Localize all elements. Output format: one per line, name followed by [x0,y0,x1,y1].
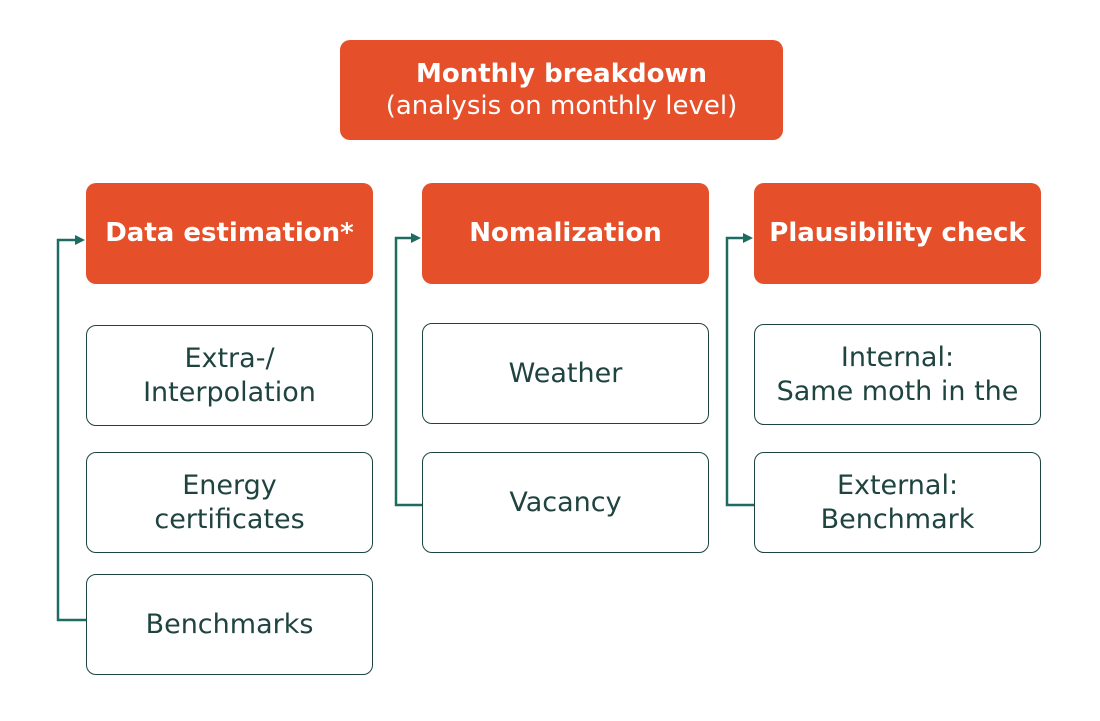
weather-line-1: Weather [508,357,623,389]
monthly-breakdown-box: Monthly breakdown (analysis on monthly l… [340,40,783,140]
external-check-line-2: Benchmark [820,503,975,535]
internal-check-line-2: Same moth in the [776,375,1019,407]
monthly-breakdown-title: Monthly breakdown [415,58,707,89]
energy-certificates-line-2: certificates [154,503,305,535]
normalization-label: Nomalization [469,218,662,249]
external-check-box: External: Benchmark [754,452,1041,553]
benchmarks-line-1: Benchmarks [145,608,314,640]
data-estimation-label: Data estimation* [105,218,354,249]
plausibility-check-label: Plausibility check [769,218,1026,249]
extra-interpolation-line-1: Extra-/ [184,342,275,374]
energy-certificates-line-1: Energy [182,469,277,501]
connector-plausibility [725,233,754,507]
data-estimation-header: Data estimation* [86,183,373,284]
internal-check-line-1: Internal: [840,341,955,373]
extra-interpolation-box: Extra-/ Interpolation [86,325,373,426]
plausibility-check-header: Plausibility check [754,183,1041,284]
external-check-line-1: External: [836,469,959,501]
benchmarks-box: Benchmarks [86,574,373,675]
connector-normalization [394,233,422,507]
normalization-header: Nomalization [422,183,709,284]
vacancy-box: Vacancy [422,452,709,553]
monthly-breakdown-subtitle: (analysis on monthly level) [385,91,738,121]
vacancy-line-1: Vacancy [509,486,622,518]
connector-data-estimation [56,235,86,622]
weather-box: Weather [422,323,709,424]
internal-check-box: Internal: Same moth in the [754,324,1041,425]
energy-certificates-box: Energy certificates [86,452,373,553]
extra-interpolation-line-2: Interpolation [143,376,316,408]
